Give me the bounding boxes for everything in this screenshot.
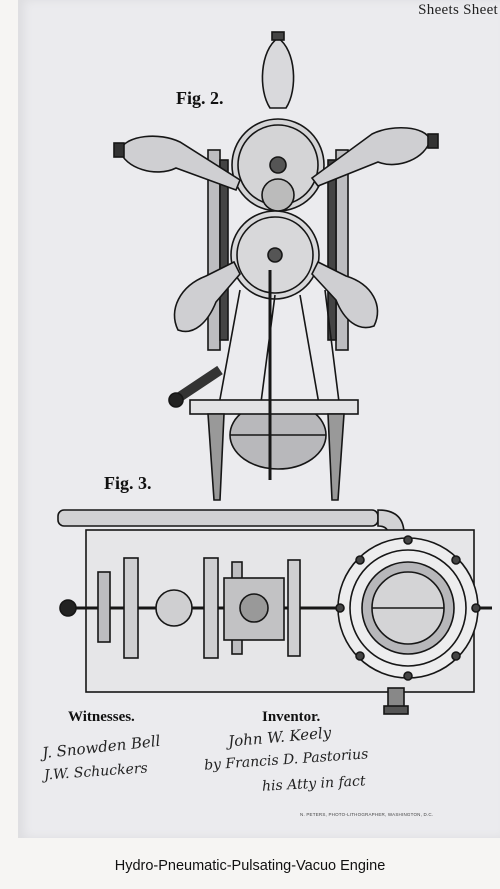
sheet-number-text: Sheets Sheet <box>418 2 498 18</box>
fig-2-drawing <box>113 31 439 501</box>
fig-2-label: Fig. 2. <box>176 88 224 108</box>
witnesses-heading: Witnesses. <box>68 709 135 725</box>
page-caption: Hydro-Pneumatic-Pulsating-Vacuo Engine <box>114 858 386 874</box>
fig-3-drawing <box>57 509 492 715</box>
inventor-heading: Inventor. <box>262 709 321 725</box>
fig-3-label: Fig. 3. <box>104 473 152 493</box>
printer-line: N. PETERS, PHOTO-LITHOGRAPHER, WASHINGTO… <box>300 812 434 817</box>
